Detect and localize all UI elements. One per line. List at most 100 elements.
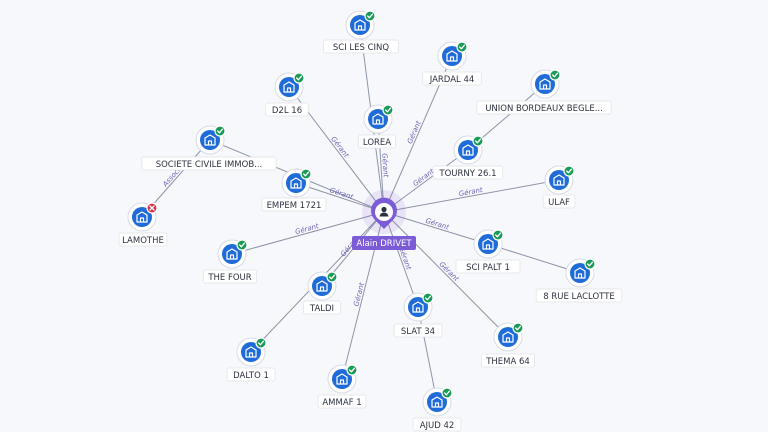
node-label: EMPEM 1721 (267, 201, 322, 211)
node-label-bg (422, 71, 482, 86)
company-node-lorea[interactable]: LOREA (358, 104, 396, 149)
node-label-bg (358, 134, 396, 149)
edge-center-lorea (377, 118, 385, 213)
node-label: LAMOTHE (122, 236, 164, 246)
company-node-societe-civile[interactable]: SOCIETE CIVILE IMMOB... (141, 125, 277, 171)
edge-label: Gérant (294, 222, 320, 236)
company-node-taldi[interactable]: TALDI (303, 271, 341, 315)
building-icon (574, 267, 586, 279)
node-label-bg (303, 300, 341, 315)
node-label-bg (202, 269, 257, 284)
node-label: D2L 16 (272, 106, 302, 116)
node-label: THEMA 64 (485, 357, 530, 367)
center-person-node[interactable]: Alain DRIVET (352, 190, 416, 250)
center-label-bg (352, 236, 416, 250)
check-badge-icon (512, 322, 524, 334)
edge-slat-34-ajud-42 (417, 306, 438, 403)
node-label-bg (226, 367, 276, 382)
check-badge-icon (584, 258, 596, 270)
company-node-ajud-42[interactable]: AJUD 42 (412, 387, 462, 432)
edge-label: Gérant (412, 167, 436, 188)
node-label-bg (393, 323, 443, 338)
node-label: SCI PALT 1 (466, 263, 510, 273)
node-label-bg (455, 259, 521, 274)
building-icon (226, 248, 238, 260)
building-icon (283, 81, 295, 93)
check-badge-icon (492, 229, 504, 241)
node-label-bg (412, 417, 462, 432)
check-badge-icon (236, 239, 248, 251)
node-label: TALDI (309, 304, 334, 314)
company-node-union-bordeaux[interactable]: UNION BORDEAUX BEGLE... (476, 69, 612, 115)
company-node-tourny-26-1[interactable]: TOURNY 26.1 (432, 135, 504, 180)
node-label: LOREA (363, 138, 391, 148)
building-icon (462, 144, 474, 156)
node-label: SCI LES CINQ (333, 43, 390, 53)
building-icon (539, 78, 551, 90)
company-node-dalto-1[interactable]: DALTO 1 (226, 337, 276, 382)
node-label-bg (323, 39, 399, 54)
check-badge-icon (364, 10, 376, 22)
building-icon (290, 177, 302, 189)
node-label: 8 RUE LACLOTTE (543, 292, 615, 302)
edge-label: Gérant (329, 186, 355, 201)
node-label-bg (476, 100, 612, 115)
edge-label: Gérant (406, 120, 423, 146)
center-label: Alain DRIVET (356, 239, 412, 249)
company-node-slat-34[interactable]: SLAT 34 (393, 292, 443, 338)
edge-sci-palt-1-8-rue-laclotte (487, 243, 581, 274)
check-badge-icon (456, 41, 468, 53)
node-label: AMMAF 1 (322, 398, 361, 408)
node-label-bg (542, 194, 576, 209)
node-label: SOCIETE CIVILE IMMOB... (156, 160, 263, 170)
node-label-bg (432, 165, 504, 180)
node-label-bg (265, 102, 309, 117)
node-label-bg (535, 288, 623, 303)
building-icon (412, 301, 424, 313)
check-badge-icon (300, 168, 312, 180)
node-label: ULAF (548, 198, 570, 208)
building-icon (354, 19, 366, 31)
edge-center-empem-1721 (295, 182, 385, 213)
building-icon (204, 134, 216, 146)
node-label-bg (261, 197, 327, 212)
company-node-the-four[interactable]: THE FOUR (202, 239, 257, 284)
company-node-d2l-16[interactable]: D2L 16 (265, 72, 309, 117)
check-badge-icon (214, 125, 226, 137)
company-node-sci-les-cinq[interactable]: SCI LES CINQ (323, 10, 399, 54)
check-badge-icon (346, 364, 358, 376)
building-icon (372, 113, 384, 125)
company-node-8-rue-laclotte[interactable]: 8 RUE LACLOTTE (535, 258, 623, 303)
edge-center-thema-64 (383, 211, 509, 338)
edge-label: Gérant (329, 135, 350, 159)
person-icon (379, 206, 389, 217)
edge-center-slat-34 (383, 211, 419, 308)
edge-center-the-four (231, 211, 385, 255)
company-node-empem-1721[interactable]: EMPEM 1721 (261, 168, 327, 212)
edge-label: Gérant (352, 282, 366, 308)
building-icon (336, 373, 348, 385)
edge-label: Gérant (424, 217, 450, 232)
node-label-bg (141, 156, 277, 171)
building-icon (482, 238, 494, 250)
company-node-thema-64[interactable]: THEMA 64 (480, 322, 535, 368)
node-label: DALTO 1 (233, 371, 269, 381)
node-label: THE FOUR (207, 273, 251, 283)
node-label-bg (118, 232, 168, 247)
company-node-sci-palt-1[interactable]: SCI PALT 1 (455, 229, 521, 274)
building-icon (431, 396, 443, 408)
building-icon (245, 346, 257, 358)
company-node-ulaf[interactable]: ULAF (542, 165, 576, 209)
node-label: SLAT 34 (401, 327, 435, 337)
company-node-lamothe[interactable]: LAMOTHE (118, 202, 168, 247)
edge-center-ulaf (383, 179, 560, 213)
building-icon (502, 331, 514, 343)
company-node-ammaf-1[interactable]: AMMAF 1 (317, 364, 367, 409)
node-label: TOURNY 26.1 (438, 169, 496, 179)
company-node-jardal-44[interactable]: JARDAL 44 (422, 41, 482, 86)
error-badge-icon (146, 202, 158, 214)
building-icon (553, 174, 565, 186)
check-badge-icon (549, 69, 561, 81)
